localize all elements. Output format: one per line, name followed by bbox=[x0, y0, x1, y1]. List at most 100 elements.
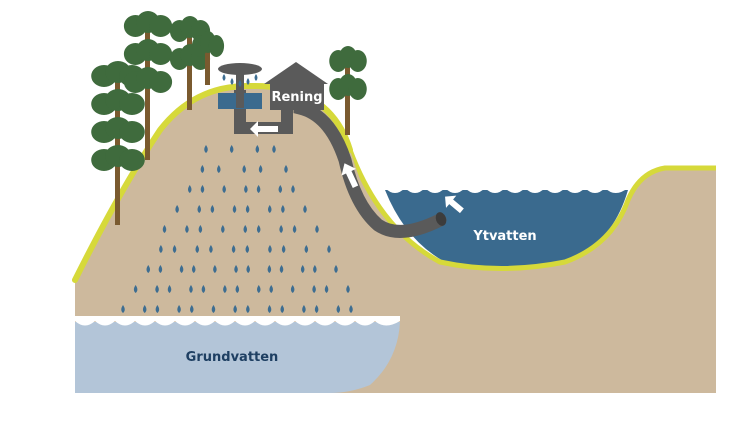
groundwater-waves bbox=[75, 316, 400, 326]
tree-foliage bbox=[348, 78, 367, 100]
surface-water-waves bbox=[385, 182, 628, 193]
tree-trunk bbox=[187, 35, 192, 110]
water-droplet bbox=[346, 285, 350, 293]
water-droplet bbox=[189, 285, 193, 293]
tree-trunk bbox=[145, 30, 150, 160]
water-droplet bbox=[201, 285, 206, 293]
tree-foliage bbox=[149, 43, 173, 65]
arrow-up-pipe-icon bbox=[341, 163, 359, 189]
water-droplet bbox=[185, 225, 189, 233]
water-droplet bbox=[221, 225, 225, 233]
water-droplet bbox=[172, 245, 177, 253]
water-droplet bbox=[177, 305, 181, 313]
water-droplet bbox=[235, 285, 240, 293]
water-droplet bbox=[121, 305, 125, 313]
water-droplet bbox=[269, 285, 273, 293]
surface-water-label: Ytvatten bbox=[472, 229, 536, 244]
water-droplet bbox=[314, 305, 319, 313]
water-droplet bbox=[162, 225, 167, 233]
water-droplet bbox=[246, 265, 250, 273]
water-droplet bbox=[284, 165, 288, 173]
water-droplet bbox=[281, 245, 286, 253]
water-droplet bbox=[142, 305, 147, 313]
water-droplet bbox=[159, 245, 163, 253]
sprinkler-pole bbox=[236, 68, 244, 108]
treatment-building bbox=[270, 82, 324, 110]
groundwater-body bbox=[75, 322, 400, 393]
water-droplet bbox=[245, 205, 250, 213]
water-droplet bbox=[222, 185, 226, 193]
water-droplet bbox=[231, 245, 236, 253]
water-droplet bbox=[246, 305, 250, 313]
water-droplet bbox=[257, 285, 261, 293]
water-droplet bbox=[279, 225, 283, 233]
water-droplet bbox=[155, 285, 159, 293]
tree-foliage bbox=[149, 71, 173, 93]
arrow-into-intake-icon bbox=[445, 195, 464, 214]
water-droplet bbox=[191, 265, 196, 273]
water-droplet bbox=[188, 185, 192, 193]
water-droplet bbox=[304, 245, 309, 253]
water-droplet bbox=[256, 225, 261, 233]
tree-foliage bbox=[208, 35, 225, 57]
tree-foliage bbox=[348, 50, 367, 72]
water-droplet bbox=[175, 205, 179, 213]
water-droplet bbox=[292, 225, 297, 233]
arrow-into-basin-icon bbox=[250, 121, 278, 137]
water-droplet bbox=[243, 225, 247, 233]
water-droplet bbox=[256, 185, 261, 193]
water-droplet bbox=[233, 305, 237, 313]
water-droplet bbox=[234, 265, 238, 273]
water-droplet bbox=[291, 185, 295, 193]
water-droplet bbox=[267, 265, 272, 273]
water-droplet bbox=[302, 305, 306, 313]
water-droplet bbox=[272, 145, 276, 153]
groundwater-label: Grundvatten bbox=[186, 350, 279, 365]
water-droplet bbox=[200, 185, 205, 193]
water-droplet bbox=[244, 185, 248, 193]
treatment-roof bbox=[264, 62, 328, 84]
intake-pipe-mouth bbox=[435, 212, 447, 226]
water-droplet bbox=[209, 245, 213, 253]
water-droplet bbox=[268, 245, 272, 253]
water-droplet bbox=[213, 265, 217, 273]
trees bbox=[91, 11, 367, 225]
water-droplet bbox=[334, 265, 338, 273]
water-droplet bbox=[280, 305, 284, 313]
water-droplet bbox=[155, 305, 160, 313]
water-droplet bbox=[267, 305, 272, 313]
tree-foliage bbox=[119, 149, 145, 171]
infiltration-droplets bbox=[121, 145, 353, 313]
water-droplet bbox=[279, 265, 284, 273]
water-droplet bbox=[242, 165, 246, 173]
water-droplet bbox=[133, 285, 138, 293]
water-droplet bbox=[232, 205, 237, 213]
water-droplet bbox=[158, 265, 163, 273]
tree-foliage bbox=[149, 15, 173, 37]
water-droplet bbox=[349, 305, 353, 313]
treatment-label: Rening bbox=[271, 90, 322, 105]
water-droplet bbox=[197, 205, 201, 213]
water-droplet bbox=[245, 245, 250, 253]
water-droplet bbox=[327, 245, 331, 253]
water-droplet bbox=[290, 285, 295, 293]
water-droplet bbox=[258, 165, 263, 173]
water-droplet bbox=[198, 225, 203, 233]
water-droplet bbox=[281, 205, 285, 213]
water-droplet bbox=[190, 305, 194, 313]
tree-trunk bbox=[345, 65, 350, 135]
water-droplet bbox=[336, 305, 341, 313]
intake-pipe bbox=[293, 83, 447, 238]
water-droplet bbox=[300, 265, 305, 273]
tree-foliage bbox=[119, 93, 145, 115]
water-droplet bbox=[204, 145, 208, 153]
water-droplet bbox=[303, 205, 307, 213]
sprinkler-head bbox=[218, 63, 262, 75]
water-droplet bbox=[217, 165, 221, 173]
water-droplet bbox=[268, 205, 272, 213]
water-droplet bbox=[211, 305, 216, 313]
water-droplet bbox=[223, 285, 227, 293]
water-droplet bbox=[146, 265, 150, 273]
water-droplet bbox=[229, 145, 234, 153]
